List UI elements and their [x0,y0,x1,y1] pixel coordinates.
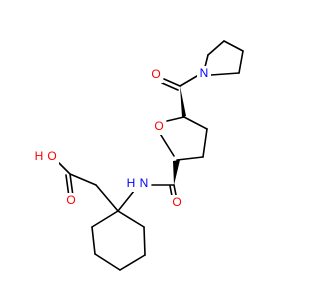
bond-c1-c2 [207,40,225,56]
oxygen-atom-label: O [151,67,160,81]
bond-ch-6 [91,210,119,228]
ring-oxygen-atom-label: O [154,119,163,133]
bond-ch-4 [94,253,121,271]
hydroxyl-hydrogen-label: H [35,149,44,163]
amide-nitrogen-label: N [140,176,149,190]
bond-o-c8 [158,131,175,157]
bond-c2-c3 [223,40,244,52]
cyclohexane-ring-bonds [91,210,146,271]
bond-c5-o [166,116,185,122]
bond-carbonyl-o-2 [161,82,179,91]
bond-n-quaternary [117,190,135,212]
bond-ch-5 [91,226,96,255]
molecule-structure: O N O H N O O H O [33,40,244,271]
bond-c4-n [210,72,240,76]
wedge-bond-bottom [173,160,180,185]
bond-c5-c6 [183,116,208,130]
molecule-canvas: O N O H N O O H O [33,40,244,271]
bond-ch-2 [143,226,146,256]
bond-ch-3 [119,254,146,271]
bond-c7-c8 [176,156,204,161]
nitrogen-atom-label: N [200,66,209,80]
bond-acid-c-oh [57,161,71,175]
bond-ch2-acid-c [69,173,97,186]
amide-hydrogen-label: H [127,176,136,190]
wedge-bond-top [180,86,186,117]
amide-oxygen-atom-label: O [172,195,181,209]
bond-acid-c-o-1 [69,173,74,197]
bond-carbonyl-n [179,75,198,87]
bond-quaternary-ch2 [95,184,119,212]
bond-c6-c7 [202,128,208,158]
atom-labels: O N O H N O O H O [33,66,211,211]
tetrahydrofuran-ring-bonds [158,116,208,161]
acid-carbonyl-oxygen-label: O [66,193,75,207]
bond-ch-1 [117,210,145,228]
hydroxyl-oxygen-label: O [47,149,56,163]
bond-c3-c4 [238,50,244,74]
bond-carbonyl-o-1 [163,78,181,87]
pyrrolidine-ring-bonds [203,40,244,76]
